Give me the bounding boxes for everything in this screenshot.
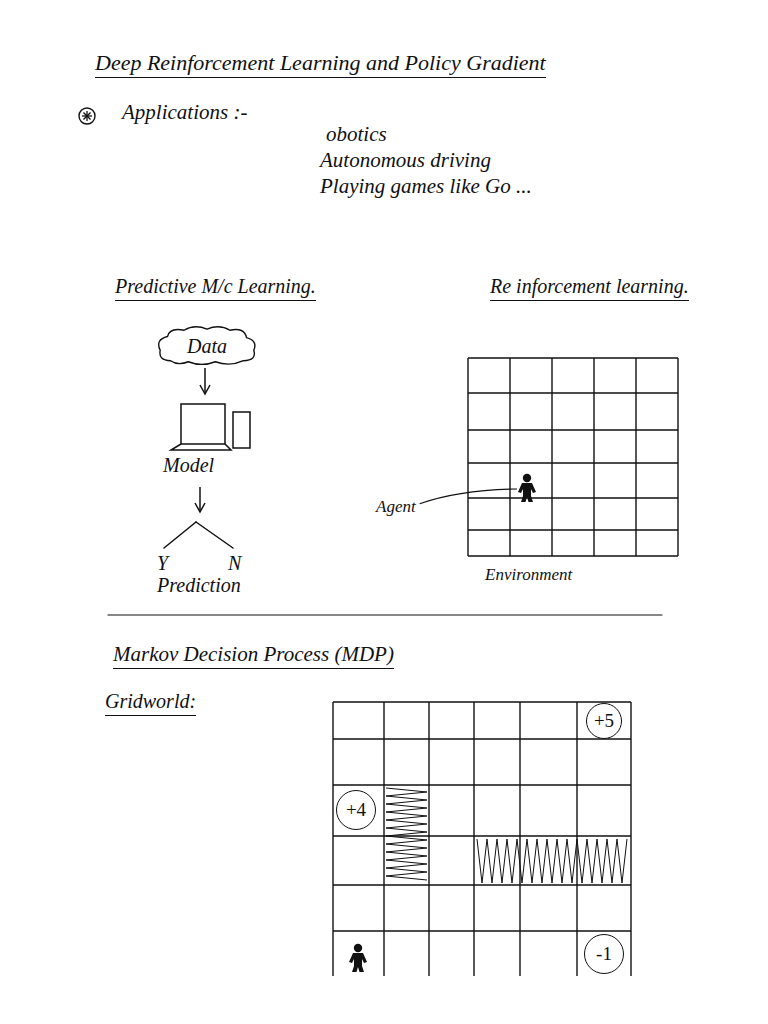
section-heading: Predictive M/c Learning. [115,275,316,301]
flow-arrow [199,487,201,512]
computer-icon [163,400,255,454]
reward-value: +4 [346,799,366,821]
reward-circle: +4 [336,790,376,830]
reward-circle: +5 [586,703,622,739]
data-cloud: Data [155,325,259,367]
bullet-symbol [79,108,95,124]
reward-circle: -1 [584,934,624,974]
wall-hatch [477,839,627,883]
flow-arrow [204,368,206,394]
node-label: Model [163,454,255,477]
list-item: Playing games like Go ... [320,174,532,198]
page-title: Deep Reinforcement Learning and Policy G… [95,50,546,78]
agent-figure [518,474,536,502]
agent-figure [349,944,367,972]
reward-value: +5 [594,710,614,732]
output-caption: Prediction [157,574,241,597]
model-computer: Model [163,400,255,477]
node-label: Data [187,335,227,358]
leader-line [420,489,517,504]
section-heading: Markov Decision Process (MDP) [113,642,394,669]
output-label: N [228,552,241,575]
section-heading: Re inforcement learning. [490,275,689,301]
list-item: Autonomous driving [320,148,491,172]
environment-grid [468,358,678,556]
section-rule [108,614,662,615]
section-heading: Applications :- [122,100,247,124]
split-line [164,522,196,548]
callout-label: Agent [376,497,416,517]
callout-label: Environment [485,565,572,585]
reward-value: -1 [596,943,612,965]
list-item: obotics [326,122,387,146]
output-label: Y [157,552,168,575]
split-line [196,522,233,548]
gridworld-grid [333,702,631,976]
wall-hatch [386,788,427,880]
section-heading: Gridworld: [105,690,196,716]
